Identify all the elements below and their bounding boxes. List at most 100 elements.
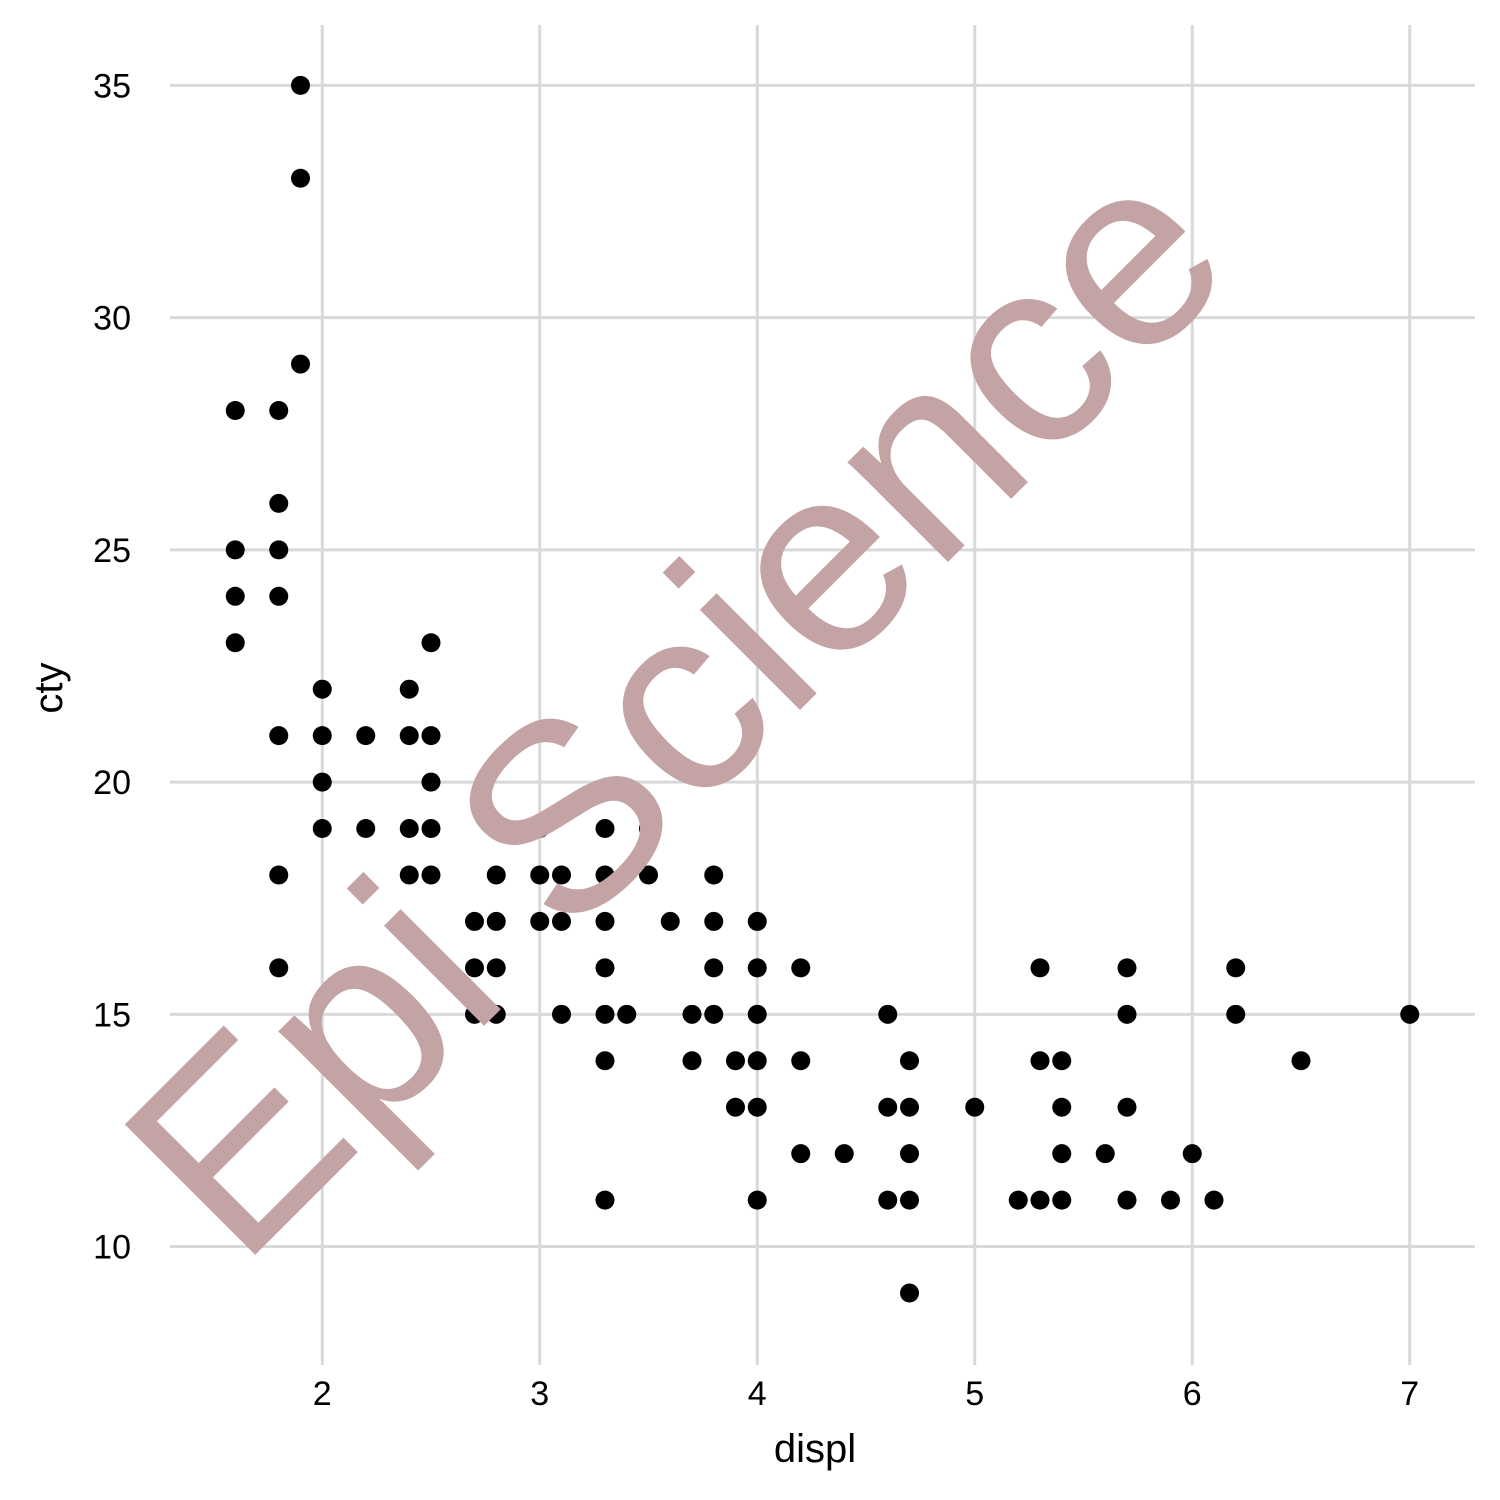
data-point xyxy=(726,1051,745,1071)
x-tick-label: 4 xyxy=(748,1375,767,1413)
data-point xyxy=(552,865,571,885)
data-point xyxy=(269,540,289,560)
data-point xyxy=(399,726,419,746)
data-point xyxy=(465,911,484,931)
data-point xyxy=(486,958,506,978)
data-point xyxy=(704,1004,724,1024)
data-point xyxy=(486,865,506,885)
data-point xyxy=(900,1283,919,1303)
data-point xyxy=(312,726,332,746)
x-tick-label: 5 xyxy=(965,1375,984,1413)
x-tick-label: 6 xyxy=(1183,1375,1202,1413)
data-point xyxy=(617,1004,637,1024)
data-point xyxy=(791,1144,811,1164)
data-point xyxy=(834,1144,854,1164)
data-point xyxy=(595,865,615,885)
data-point xyxy=(726,1097,745,1117)
data-point xyxy=(312,772,332,792)
data-point xyxy=(791,958,811,978)
data-point xyxy=(878,1190,898,1210)
data-point xyxy=(225,401,245,421)
data-point xyxy=(595,958,615,978)
data-point xyxy=(1030,1190,1050,1210)
data-point xyxy=(747,958,767,978)
data-point xyxy=(595,911,615,931)
data-point xyxy=(1052,1190,1072,1210)
data-point xyxy=(530,819,550,839)
data-point xyxy=(291,75,310,95)
data-point xyxy=(1052,1051,1072,1071)
data-points xyxy=(225,75,1420,1303)
y-axis-title: cty xyxy=(27,662,71,713)
data-point xyxy=(900,1051,919,1071)
data-point xyxy=(900,1144,919,1164)
data-point xyxy=(747,1097,767,1117)
data-point xyxy=(900,1097,919,1117)
data-point xyxy=(530,911,550,931)
data-point xyxy=(1117,1097,1137,1117)
data-point xyxy=(399,679,419,699)
data-point xyxy=(1400,1004,1420,1024)
data-point xyxy=(1117,1004,1137,1024)
data-point xyxy=(660,911,680,931)
data-point xyxy=(269,493,289,513)
data-point xyxy=(552,1004,571,1024)
data-point xyxy=(552,911,571,931)
data-point xyxy=(747,911,767,931)
data-point xyxy=(421,726,441,746)
data-point xyxy=(421,633,441,653)
data-point xyxy=(639,819,658,839)
data-point xyxy=(747,1004,767,1024)
y-tick-label: 10 xyxy=(93,1229,131,1267)
data-point xyxy=(965,1097,985,1117)
data-point xyxy=(595,1190,615,1210)
data-point xyxy=(1291,1051,1311,1071)
y-tick-label: 15 xyxy=(93,996,131,1034)
data-point xyxy=(225,633,245,653)
data-point xyxy=(1030,958,1050,978)
data-point xyxy=(269,726,289,746)
data-point xyxy=(421,865,441,885)
data-point xyxy=(269,958,289,978)
data-point xyxy=(312,819,332,839)
data-point xyxy=(1182,1144,1202,1164)
y-tick-label: 25 xyxy=(93,532,131,570)
data-point xyxy=(465,958,484,978)
data-point xyxy=(704,865,724,885)
x-tick-label: 2 xyxy=(313,1375,332,1413)
data-point xyxy=(595,819,615,839)
data-point xyxy=(486,911,506,931)
y-tick-label: 20 xyxy=(93,764,131,802)
x-axis-title: displ xyxy=(774,1427,856,1471)
data-point xyxy=(1161,1190,1180,1210)
data-point xyxy=(595,1004,615,1024)
data-point xyxy=(878,1097,898,1117)
data-point xyxy=(291,354,310,374)
data-point xyxy=(421,819,441,839)
data-point xyxy=(269,586,289,606)
data-point xyxy=(225,540,245,560)
data-point xyxy=(269,401,289,421)
data-point xyxy=(682,1004,702,1024)
data-point xyxy=(1117,1190,1137,1210)
data-point xyxy=(312,679,332,699)
data-point xyxy=(747,1190,767,1210)
data-point xyxy=(1052,1097,1072,1117)
data-point xyxy=(1226,958,1246,978)
data-point xyxy=(530,865,550,885)
data-point xyxy=(595,1051,615,1071)
data-point xyxy=(791,1051,811,1071)
data-point xyxy=(704,958,724,978)
data-point xyxy=(1030,1051,1050,1071)
data-point xyxy=(682,1051,702,1071)
data-point xyxy=(421,772,441,792)
y-tick-label: 35 xyxy=(93,67,131,105)
data-point xyxy=(269,865,289,885)
data-point xyxy=(747,1051,767,1071)
data-point xyxy=(1117,958,1137,978)
data-point xyxy=(704,911,724,931)
data-point xyxy=(465,1004,484,1024)
data-point xyxy=(1008,1190,1028,1210)
